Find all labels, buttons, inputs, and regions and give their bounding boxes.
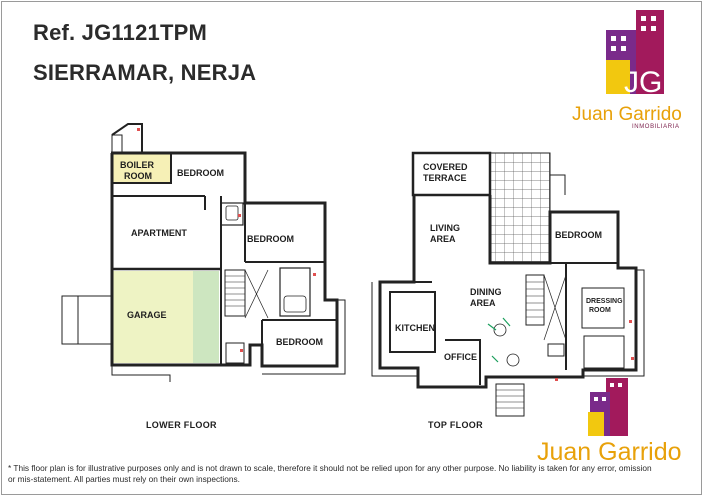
label-apartment: APARTMENT — [131, 228, 187, 238]
lower-floor-caption: LOWER FLOOR — [146, 420, 217, 430]
disclaimer: * This floor plan is for illustrative pu… — [8, 463, 698, 485]
label-boiler-room-1: BOILER — [120, 160, 155, 170]
label-office: OFFICE — [444, 352, 477, 362]
reference-title: Ref. JG1121TPM — [33, 20, 207, 45]
top-floor-plan — [371, 151, 645, 417]
logo-brand-name: Juan Garrido — [572, 104, 682, 125]
label-covered-terrace-2: TERRACE — [423, 173, 467, 183]
label-dressing-room-1: DRESSING — [586, 298, 623, 305]
label-covered-terrace-1: COVERED — [423, 162, 468, 172]
label-kitchen: KITCHEN — [395, 323, 435, 333]
location-title: SIERRAMAR, NERJA — [33, 60, 257, 85]
top-floor-labels: COVERED TERRACE LIVING AREA BEDROOM DINI… — [395, 162, 623, 430]
disclaimer-line-1: * This floor plan is for illustrative pu… — [8, 463, 652, 473]
label-lower-bedroom-2: BEDROOM — [247, 234, 294, 244]
label-boiler-room-2: ROOM — [124, 171, 152, 181]
label-living-area-2: AREA — [430, 234, 456, 244]
disclaimer-line-2: or mis-statement. All parties must rely … — [8, 474, 240, 484]
label-living-area-1: LIVING — [430, 223, 460, 233]
label-garage: GARAGE — [127, 310, 167, 320]
logo-brand-tagline: INMOBILIARIA — [632, 124, 680, 130]
logo-brand-name-bottom: Juan Garrido — [537, 438, 682, 466]
top-floor-caption: TOP FLOOR — [428, 420, 483, 430]
label-dining-area-2: AREA — [470, 298, 496, 308]
label-top-bedroom: BEDROOM — [555, 230, 602, 240]
lower-floor-labels: BOILER ROOM BEDROOM APARTMENT BEDROOM GA… — [120, 160, 323, 430]
label-lower-bedroom-3: BEDROOM — [276, 337, 323, 347]
label-lower-bedroom-1: BEDROOM — [177, 168, 224, 178]
label-dining-area-1: DINING — [470, 287, 502, 297]
lower-floor-plan — [61, 123, 346, 382]
label-dressing-room-2: ROOM — [589, 307, 611, 314]
brand-logo-bottom — [588, 378, 628, 436]
